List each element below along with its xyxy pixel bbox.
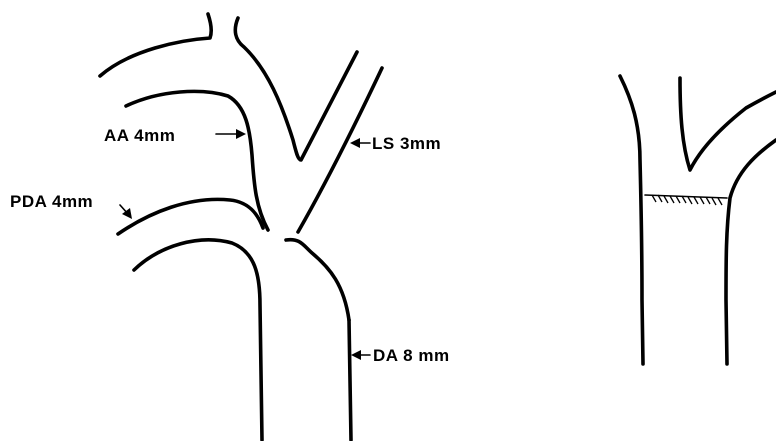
aa-arrowhead bbox=[236, 129, 246, 139]
label-arrows bbox=[120, 129, 370, 360]
junction-spur bbox=[286, 240, 349, 320]
da-arrowhead bbox=[351, 350, 361, 360]
aortic-arch-outer-wall bbox=[100, 14, 211, 76]
label-pda: PDA 4mm bbox=[10, 193, 93, 210]
label-aa: AA 4mm bbox=[104, 127, 175, 144]
left-vessel-drawing bbox=[100, 14, 382, 440]
right-suture-line bbox=[645, 195, 727, 198]
right-branch-wall bbox=[680, 78, 776, 170]
pda-upper-wall bbox=[118, 199, 263, 234]
ls-outer-wall bbox=[298, 68, 382, 232]
right-left-wall bbox=[620, 76, 643, 364]
arch-branch-wall bbox=[235, 18, 357, 160]
descending-aorta-left-wall bbox=[134, 240, 262, 440]
right-right-wall bbox=[726, 140, 776, 364]
label-ls: LS 3mm bbox=[372, 135, 441, 152]
right-vessel-drawing bbox=[620, 76, 776, 364]
aortic-arch-inner-wall bbox=[126, 91, 268, 230]
ls-arrowhead bbox=[350, 138, 360, 148]
descending-aorta-right-wall bbox=[349, 320, 351, 440]
label-da: DA 8 mm bbox=[373, 347, 450, 364]
